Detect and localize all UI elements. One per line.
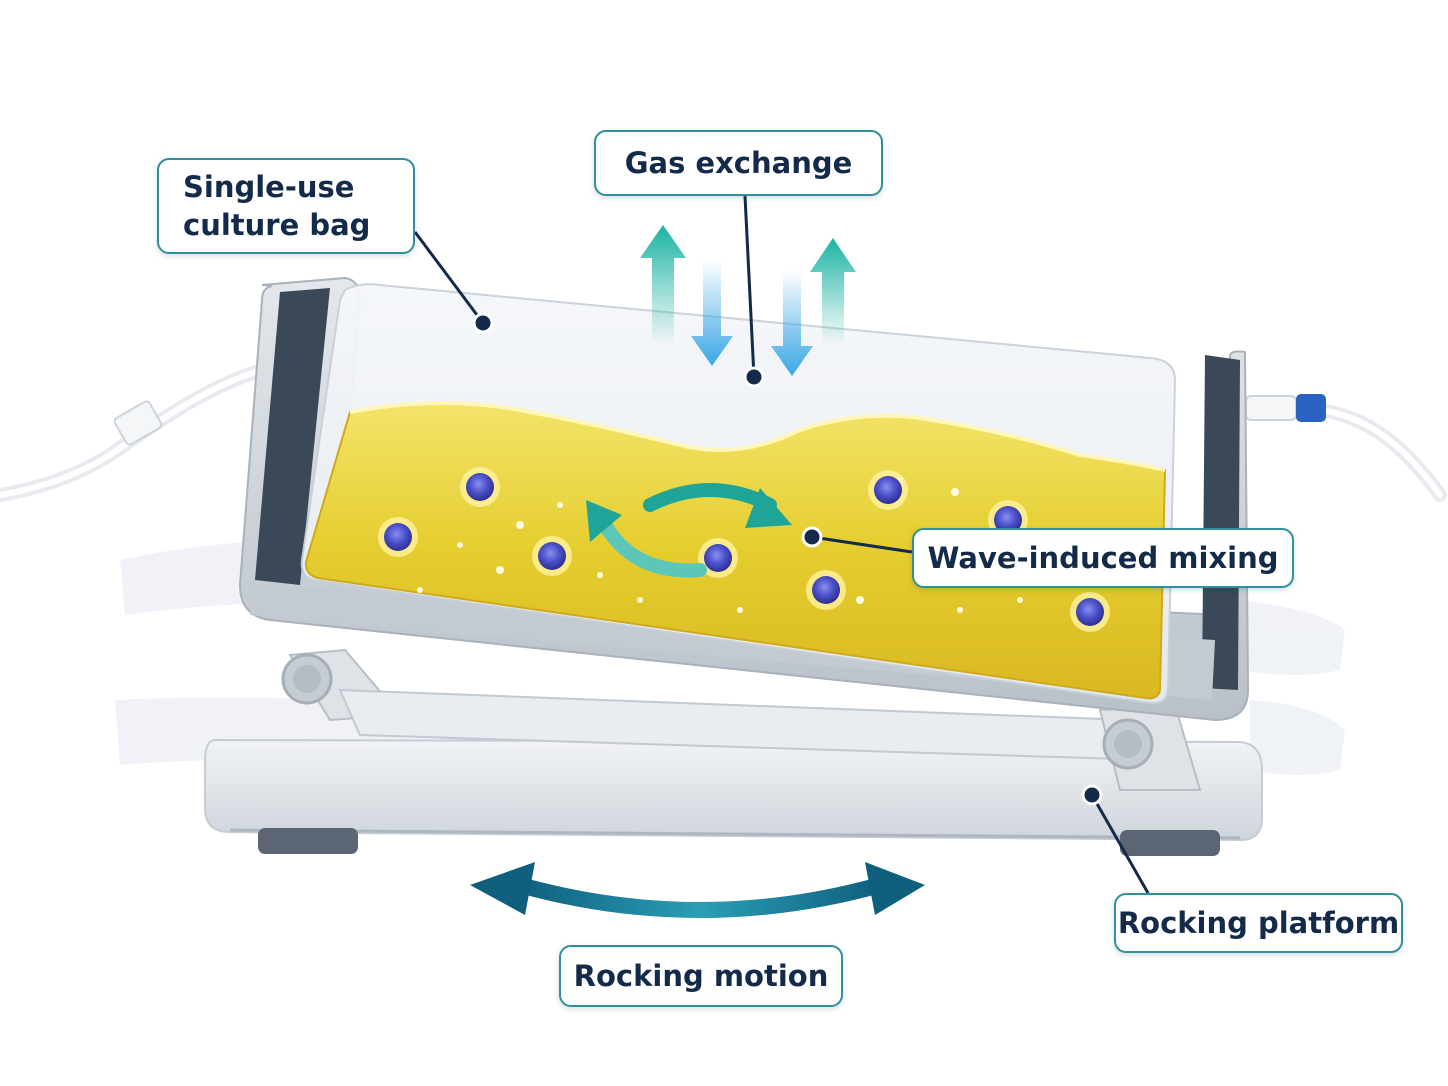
label-culture-bag: Single-use culture bag xyxy=(157,158,415,254)
gas-in-arrow-icon xyxy=(691,260,733,366)
circular-mixing-arrow-icon xyxy=(586,483,792,578)
cell-icon xyxy=(1076,598,1104,626)
label-culture-bag-line1: Single-use xyxy=(183,170,355,204)
label-culture-bag-line2: culture bag xyxy=(183,208,371,242)
double-headed-curved-arrow-icon xyxy=(470,862,925,918)
cell-icon xyxy=(466,473,494,501)
leader-lines xyxy=(413,195,1150,894)
gas-in-arrow-icon xyxy=(771,270,813,376)
cell-icon xyxy=(874,476,902,504)
leader-dots xyxy=(472,312,1103,806)
cell-icon xyxy=(704,544,732,572)
rocking-platform xyxy=(204,648,1263,856)
label-rocking-platform: Rocking platform xyxy=(1114,893,1403,953)
cell-icon xyxy=(538,542,566,570)
cell-icon xyxy=(812,576,840,604)
label-wave-mixing: Wave-induced mixing xyxy=(912,528,1294,588)
gas-out-arrow-icon xyxy=(640,225,686,345)
tubing xyxy=(0,349,1447,502)
cell-icon xyxy=(994,506,1022,534)
cells xyxy=(378,467,1110,632)
gas-out-arrow-icon xyxy=(810,238,856,345)
label-gas-exchange: Gas exchange xyxy=(594,130,883,196)
label-rocking-motion: Rocking motion xyxy=(559,945,843,1007)
cell-icon xyxy=(384,523,412,551)
gas-exchange-arrows xyxy=(640,225,856,376)
